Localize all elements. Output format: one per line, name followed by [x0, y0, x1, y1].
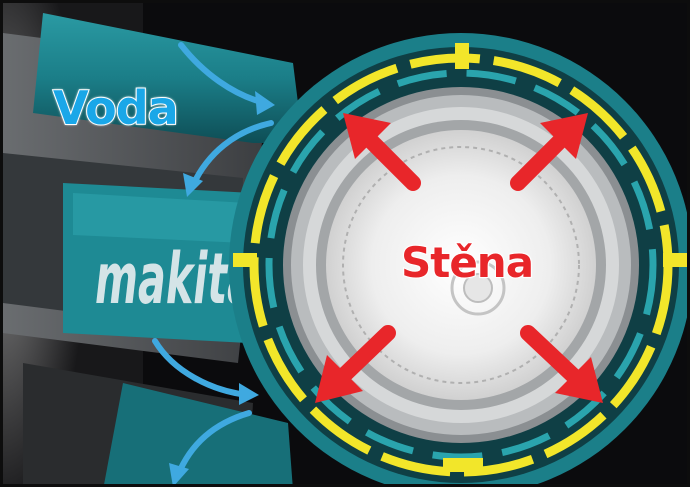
makita-logo: makita	[95, 238, 255, 320]
straight-arrow-icon	[343, 113, 421, 191]
water-arrows	[152, 42, 274, 478]
wall-label: Stěna	[400, 237, 535, 288]
wall-arrows	[315, 113, 603, 403]
curved-arrow-icon	[190, 120, 274, 188]
tool-body	[33, 13, 303, 484]
water-label: Voda	[52, 80, 180, 136]
tool-cutaway-illustration: makita	[3, 3, 687, 484]
straight-arrow-icon	[520, 325, 603, 403]
curved-arrow-icon	[178, 42, 268, 106]
straight-arrow-icon	[315, 325, 396, 403]
curved-arrow-icon	[152, 338, 251, 398]
curved-arrow-icon	[175, 410, 252, 478]
straight-arrow-icon	[510, 113, 588, 191]
